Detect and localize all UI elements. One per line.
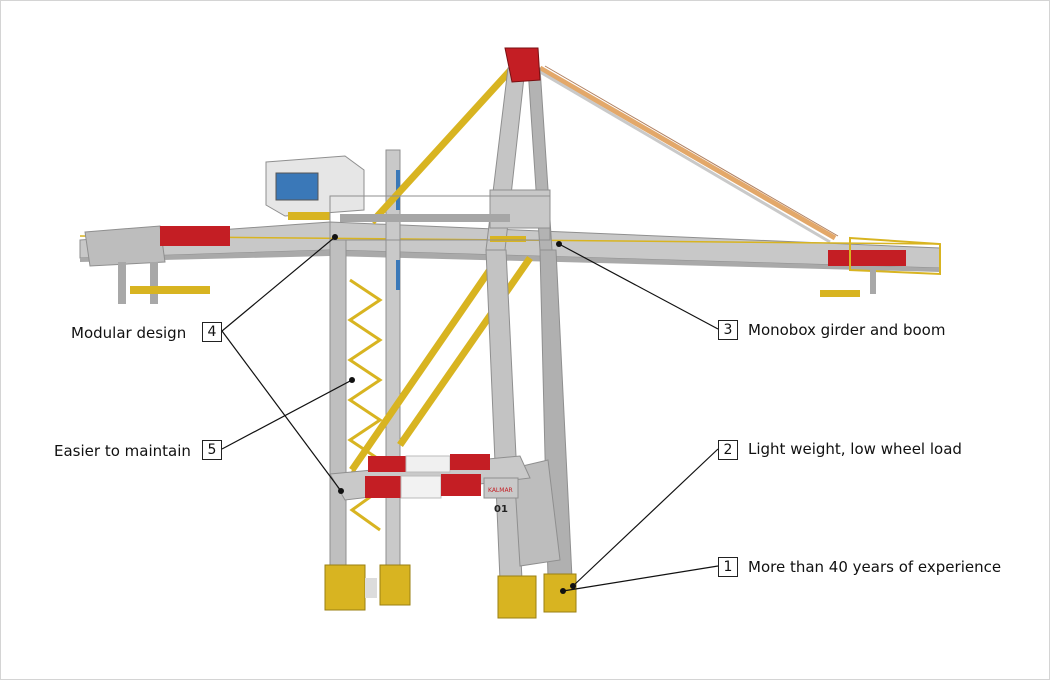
callout-number-2: 2 bbox=[718, 440, 738, 460]
logo-text: KALMAR bbox=[488, 487, 513, 494]
right-legs bbox=[485, 249, 573, 581]
saddle-beam bbox=[329, 195, 551, 241]
callout-number-5: 5 bbox=[202, 440, 222, 460]
callout-text-5: Easier to maintain bbox=[54, 442, 191, 460]
callout-number-1: 1 bbox=[718, 557, 738, 577]
leader-2 bbox=[572, 448, 719, 587]
leader-endpoints bbox=[332, 234, 576, 594]
left-legs bbox=[329, 149, 401, 571]
callout-text-3: Monobox girder and boom bbox=[748, 321, 946, 339]
leader-4b bbox=[221, 330, 342, 492]
callout-text-1: More than 40 years of experience bbox=[748, 558, 1002, 576]
callout-text-2: Light weight, low wheel load bbox=[748, 440, 962, 458]
callout-number-4: 4 bbox=[202, 322, 222, 342]
beam-number: 01 bbox=[494, 504, 508, 515]
operator-cabin bbox=[265, 155, 365, 220]
callout-text-4: Modular design bbox=[71, 324, 187, 342]
callout-leaders bbox=[221, 236, 719, 592]
wheel-bogies bbox=[324, 564, 577, 619]
backstay-cables bbox=[538, 65, 839, 244]
leader-4a bbox=[221, 236, 336, 332]
leader-3 bbox=[558, 243, 719, 330]
leader-1 bbox=[562, 565, 719, 592]
leader-5 bbox=[221, 379, 353, 450]
callout-number-3: 3 bbox=[718, 320, 738, 340]
